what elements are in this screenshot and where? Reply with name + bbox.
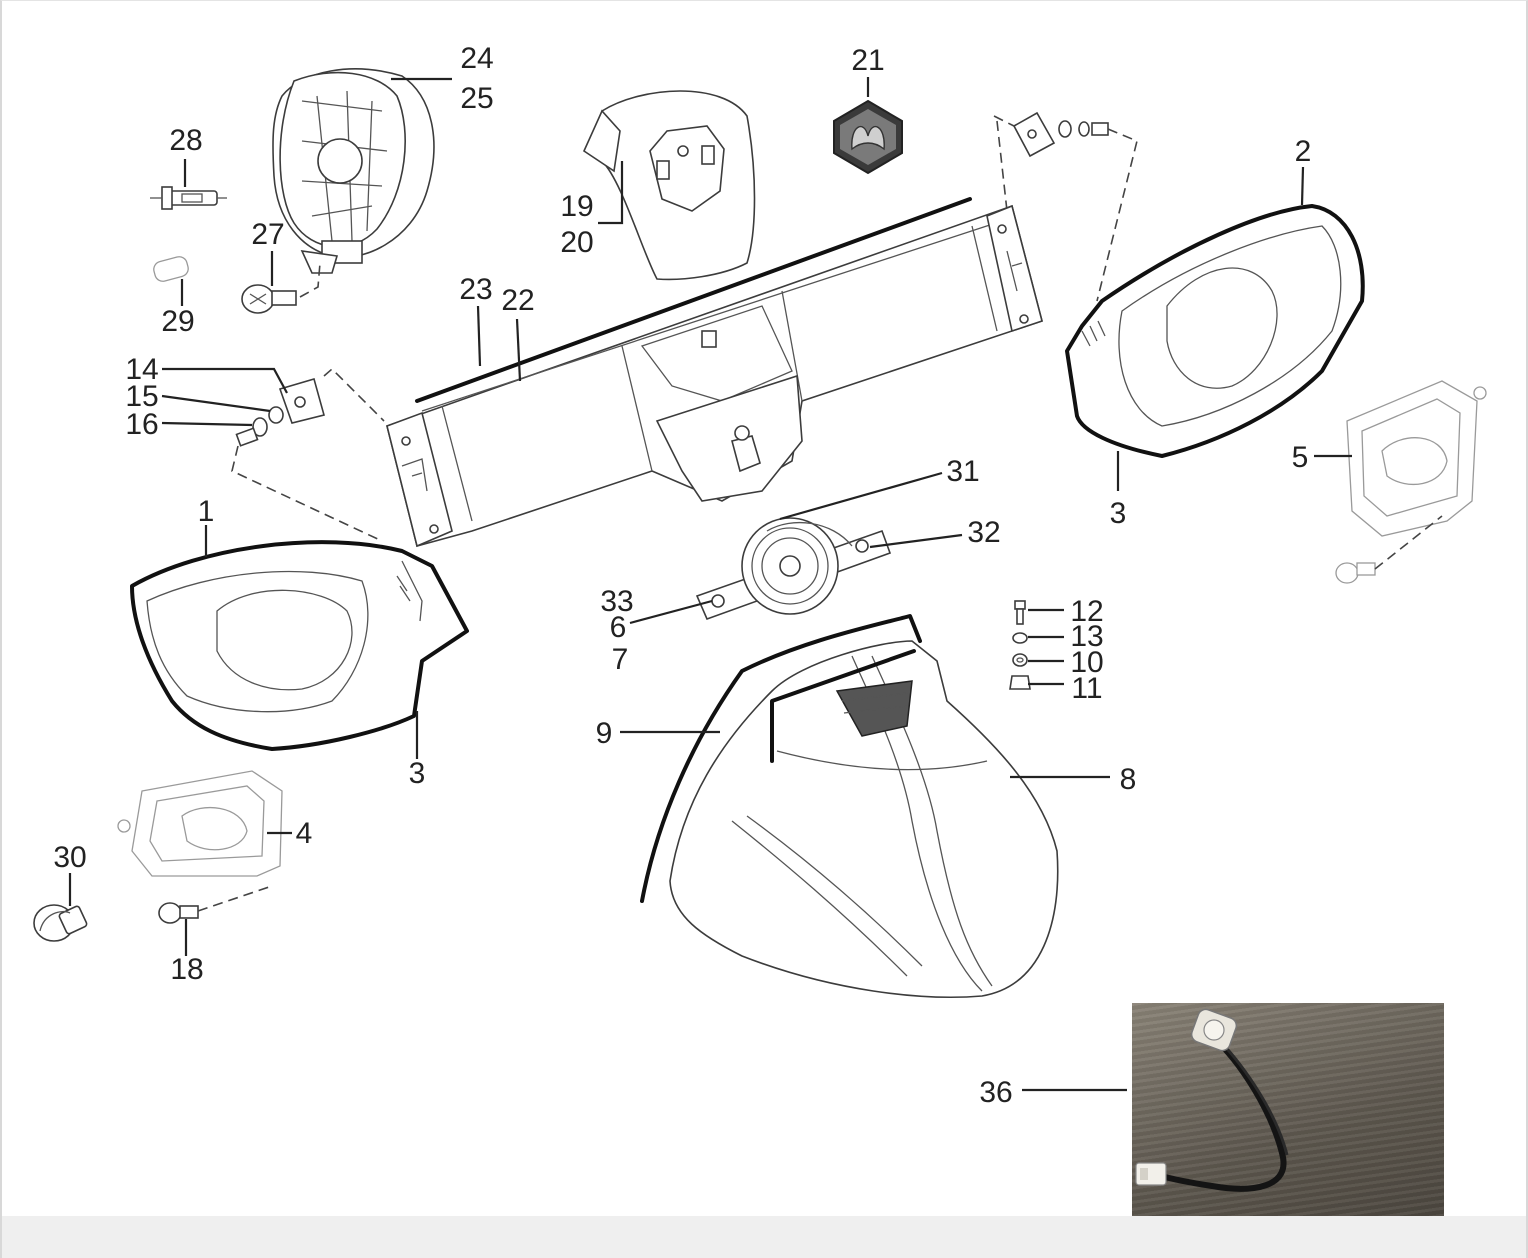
wiring-harness-illustration — [1135, 1008, 1289, 1192]
callout-7: 7 — [612, 643, 629, 676]
screw-lamp5-part[interactable] — [1335, 515, 1443, 584]
callout-9: 9 — [596, 717, 613, 750]
callout-16: 16 — [125, 408, 158, 441]
emblem-cover-part[interactable] — [582, 90, 756, 281]
callout-14: 14 — [125, 353, 158, 386]
callout-6: 6 — [610, 611, 627, 644]
callout-28: 28 — [169, 124, 202, 157]
bulb-29-part[interactable] — [152, 255, 190, 283]
callout-11: 11 — [1071, 672, 1102, 705]
callout-32: 32 — [967, 516, 1000, 549]
callout-1: 1 — [198, 495, 215, 528]
callout-12: 12 — [1070, 595, 1103, 628]
wiring-harness-photo[interactable] — [1132, 1003, 1444, 1216]
callout-19: 19 — [560, 190, 593, 223]
callout-3-left: 3 — [409, 757, 426, 790]
callout-15: 15 — [125, 380, 158, 413]
callout-4: 4 — [296, 817, 313, 850]
horn-part[interactable] — [695, 517, 892, 621]
left-handlebar-cover-part[interactable] — [130, 540, 469, 751]
leader-lines — [68, 77, 1352, 1092]
dashboard-panel-part[interactable] — [386, 197, 1043, 548]
right-handlebar-cover-part[interactable] — [1065, 204, 1365, 458]
callout-labels: 1 2 3 3 4 5 6 7 8 9 10 11 12 13 14 15 16… — [53, 42, 1311, 1109]
callout-18: 18 — [170, 953, 203, 986]
callout-3-right: 3 — [1110, 497, 1127, 530]
bulb-28-part[interactable] — [150, 186, 227, 210]
callout-33: 33 — [600, 585, 633, 618]
callout-30: 30 — [53, 841, 86, 874]
turn-lamp-5-part[interactable] — [1346, 380, 1487, 537]
hardware-stack-part[interactable] — [1009, 600, 1031, 690]
callout-24: 24 — [460, 42, 493, 75]
bulb-30-part[interactable] — [33, 904, 88, 942]
callout-27: 27 — [251, 218, 284, 251]
callout-36: 36 — [979, 1076, 1012, 1109]
callout-23: 23 — [459, 273, 492, 306]
callout-22: 22 — [501, 284, 534, 317]
callout-2: 2 — [1295, 135, 1312, 168]
callout-10: 10 — [1070, 646, 1103, 679]
callout-5: 5 — [1292, 441, 1309, 474]
bottom-band — [2, 1216, 1526, 1258]
fastener-group-left[interactable] — [231, 367, 385, 542]
screw-18-part[interactable] — [158, 885, 273, 924]
logo-badge-part[interactable] — [833, 99, 903, 175]
front-shield-part[interactable] — [640, 614, 1059, 998]
callout-29: 29 — [161, 305, 194, 338]
headlight-part[interactable] — [272, 68, 435, 274]
callout-8: 8 — [1120, 763, 1137, 796]
callout-21: 21 — [851, 44, 884, 77]
callout-13: 13 — [1070, 620, 1103, 653]
callout-31: 31 — [946, 455, 979, 488]
callout-25: 25 — [460, 82, 493, 115]
screw-27-part[interactable] — [241, 262, 321, 314]
turn-lamp-4-part[interactable] — [117, 770, 283, 877]
callout-20: 20 — [560, 226, 593, 259]
